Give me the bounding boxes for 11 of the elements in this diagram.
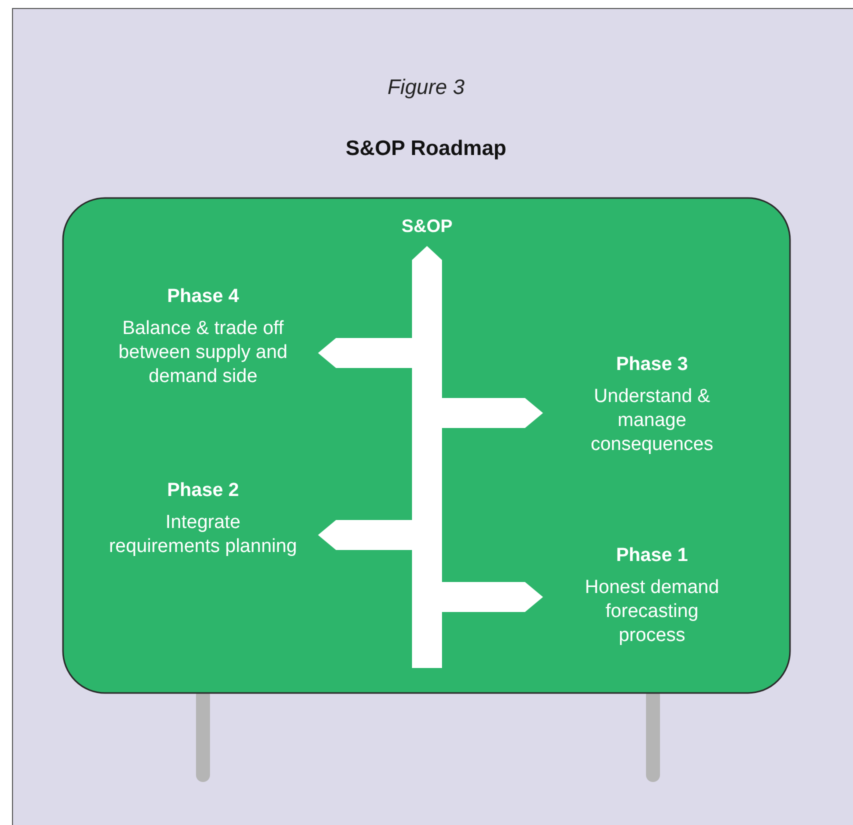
title: S&OP Roadmap (344, 137, 508, 161)
phase-description: Balance & trade off between supply and demand side (117, 317, 288, 389)
phase-description: Understand & manage consequences (590, 385, 714, 457)
post-label: S&OP (400, 216, 454, 237)
phase-heading: Phase 2 (166, 479, 240, 503)
phase-heading: Phase 4 (166, 285, 240, 309)
phase-heading: Phase 3 (615, 353, 689, 377)
figure-number: Figure 3 (386, 76, 466, 100)
phase-heading: Phase 1 (615, 544, 689, 568)
phase-description: Honest demand forecasting process (584, 576, 720, 648)
phase-description: Integrate requirements planning (108, 511, 298, 559)
